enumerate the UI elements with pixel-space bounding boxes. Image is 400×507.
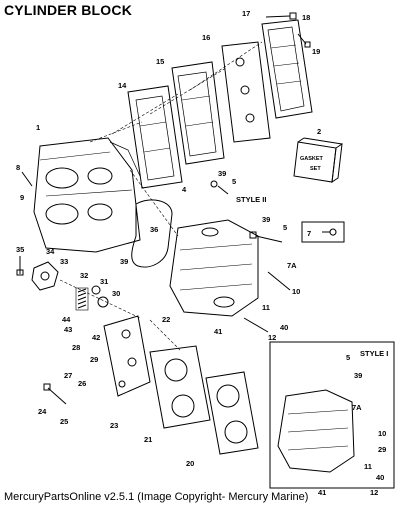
bolt-5 (210, 180, 229, 195)
callout-44: 44 (62, 315, 71, 324)
part-31-valve (91, 285, 101, 295)
part-36-crankcase-seal (131, 199, 173, 268)
part-30-cap (97, 296, 109, 308)
callout-12: 12 (268, 333, 276, 342)
part-16-exhaust-plate (221, 41, 271, 143)
callout-23: 23 (110, 421, 118, 430)
callout-31: 31 (100, 277, 108, 286)
part-14-exhaust-gasket (127, 85, 183, 189)
callout-42: 42 (92, 333, 100, 342)
callout-33: 33 (60, 257, 68, 266)
part-21-cylinder-head (149, 345, 211, 429)
callout-39: 39 (218, 169, 226, 178)
callout-39d: 39 (354, 371, 362, 380)
stud-10 (267, 271, 291, 291)
diagram-title: CYLINDER BLOCK (4, 2, 133, 18)
callout-7a: 7A (287, 261, 297, 270)
callout-9: 9 (20, 193, 24, 202)
callout-36: 36 (150, 225, 158, 234)
callout-35: 35 (16, 245, 24, 254)
part-23-cover-plate (103, 315, 151, 397)
callout-8: 8 (16, 163, 20, 172)
bolt-18 (265, 12, 297, 20)
part-17-cover-gasket (261, 19, 313, 119)
callout-21: 21 (144, 435, 152, 444)
callout-39c: 39 (120, 257, 128, 266)
assembly-leaders (59, 41, 263, 351)
bolt-8 (21, 171, 33, 187)
callout-30: 30 (112, 289, 120, 298)
part-2-gasket-set (293, 137, 343, 184)
callout-7a-2: 7A (352, 403, 362, 412)
callout-11b: 11 (364, 462, 372, 471)
callout-10b: 10 (378, 429, 386, 438)
part-15-exhaust-cover (171, 61, 225, 165)
callout-41: 41 (214, 327, 222, 336)
callout-19: 19 (312, 47, 320, 56)
style-2-label: STYLE II (236, 195, 266, 204)
callout-10: 10 (292, 287, 300, 296)
callout-1: 1 (36, 123, 40, 132)
callout-32: 32 (80, 271, 88, 280)
part-4-crankcase-style-2 (169, 219, 259, 317)
callout-27: 27 (64, 371, 72, 380)
callout-43: 43 (64, 325, 72, 334)
callout-40: 40 (280, 323, 288, 332)
part-7-fitting (301, 221, 345, 243)
callout-5: 5 (232, 177, 236, 186)
gasket-set-label-line-2: SET (310, 166, 321, 172)
callout-labels: 1 2 4 5 5 5 7 7A 7A 8 9 10 10 11 11 12 1… (16, 9, 388, 497)
callout-39b: 39 (262, 215, 270, 224)
part-1-cylinder-block (33, 137, 141, 253)
part-32-spring (75, 287, 89, 311)
gasket-set-label-line-1: GASKET (300, 156, 324, 162)
bolt-19 (297, 33, 311, 48)
callout-40b: 40 (376, 473, 384, 482)
callout-41b: 41 (318, 488, 326, 497)
callout-14: 14 (118, 81, 127, 90)
callout-28: 28 (72, 343, 80, 352)
bolt-35 (16, 256, 24, 276)
bolt-12 (243, 317, 269, 333)
style-1-inset-frame (269, 341, 395, 489)
callout-25: 25 (60, 417, 68, 426)
callout-24: 24 (38, 407, 47, 416)
callout-29b: 29 (378, 445, 386, 454)
callout-18: 18 (302, 13, 310, 22)
callout-2: 2 (317, 127, 321, 136)
callout-5b: 5 (283, 223, 287, 232)
callout-4: 4 (182, 185, 187, 194)
callout-34: 34 (46, 247, 55, 256)
callout-5c: 5 (346, 353, 350, 362)
part-20-head-gasket (205, 371, 259, 455)
bolt-24 (43, 383, 67, 405)
callout-17: 17 (242, 9, 250, 18)
callout-16: 16 (202, 33, 210, 42)
callout-29: 29 (90, 355, 98, 364)
callout-7: 7 (307, 229, 311, 238)
part-4-crankcase-style-1 (277, 389, 355, 473)
callout-22: 22 (162, 315, 170, 324)
callout-11: 11 (262, 303, 270, 312)
part-34-thermostat-housing (31, 261, 59, 291)
callout-15: 15 (156, 57, 164, 66)
callout-26: 26 (78, 379, 86, 388)
callout-12b: 12 (370, 488, 378, 497)
bolt-5b (249, 231, 283, 243)
style-1-label: STYLE I (360, 349, 388, 358)
copyright-footer: MercuryPartsOnline v2.5.1 (Image Copyrig… (4, 491, 309, 503)
callout-20: 20 (186, 459, 194, 468)
